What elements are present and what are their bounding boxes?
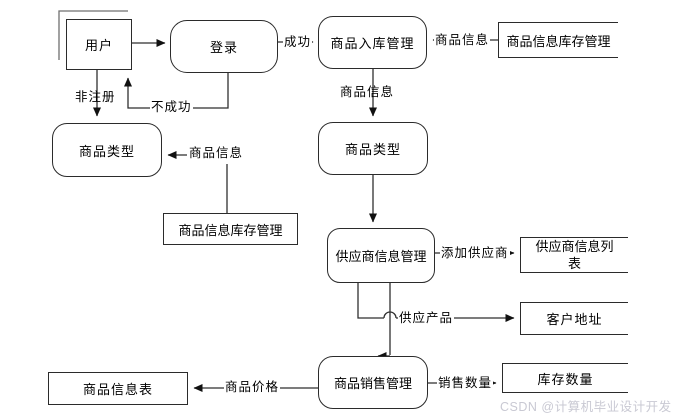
- entity-bracket: [58, 10, 128, 60]
- edge-label-unregistered: 非注册: [75, 90, 116, 104]
- node-supplier-info-management-process: 供应商信息管理: [327, 228, 435, 283]
- edge-label-product-info-top: 商品信息: [434, 32, 491, 48]
- node-product-info-inventory-store-mid: 商品信息库存管理: [163, 213, 298, 245]
- node-product-type-left: 商品类型: [52, 123, 162, 177]
- edge-label-fail: 不成功: [150, 99, 193, 115]
- node-product-type-mid: 商品类型: [318, 122, 428, 175]
- edge-label-product-price: 商品价格: [224, 379, 281, 395]
- edge-label-sales-quantity: 销售数量: [437, 375, 494, 391]
- node-product-info-inventory-store-top: 商品信息库存管理: [498, 22, 618, 58]
- node-supplier-info-list-store: 供应商信息列表: [520, 237, 628, 273]
- supplier-list-label: 供应商信息列表: [535, 239, 614, 271]
- node-inbound-management-process: 商品入库管理: [318, 16, 427, 69]
- node-sales-management-process: 商品销售管理: [318, 356, 428, 409]
- node-customer-address-store: 客户地址: [520, 302, 628, 335]
- edge-label-add-supplier: 添加供应商: [440, 245, 510, 261]
- edge-label-success: 成功: [283, 34, 313, 50]
- node-user-entity: 用户: [66, 19, 132, 70]
- node-product-info-table-store: 商品信息表: [48, 372, 188, 405]
- node-stock-quantity-store: 库存数量: [502, 363, 628, 393]
- csdn-watermark: CSDN @计算机毕业设计开发: [500, 400, 672, 414]
- edge-label-product-info-down: 商品信息: [340, 85, 395, 99]
- edge-label-supply-product: 供应产品: [398, 310, 455, 326]
- node-login-process: 登录: [170, 20, 278, 73]
- edge-label-product-info-left: 商品信息: [189, 146, 244, 160]
